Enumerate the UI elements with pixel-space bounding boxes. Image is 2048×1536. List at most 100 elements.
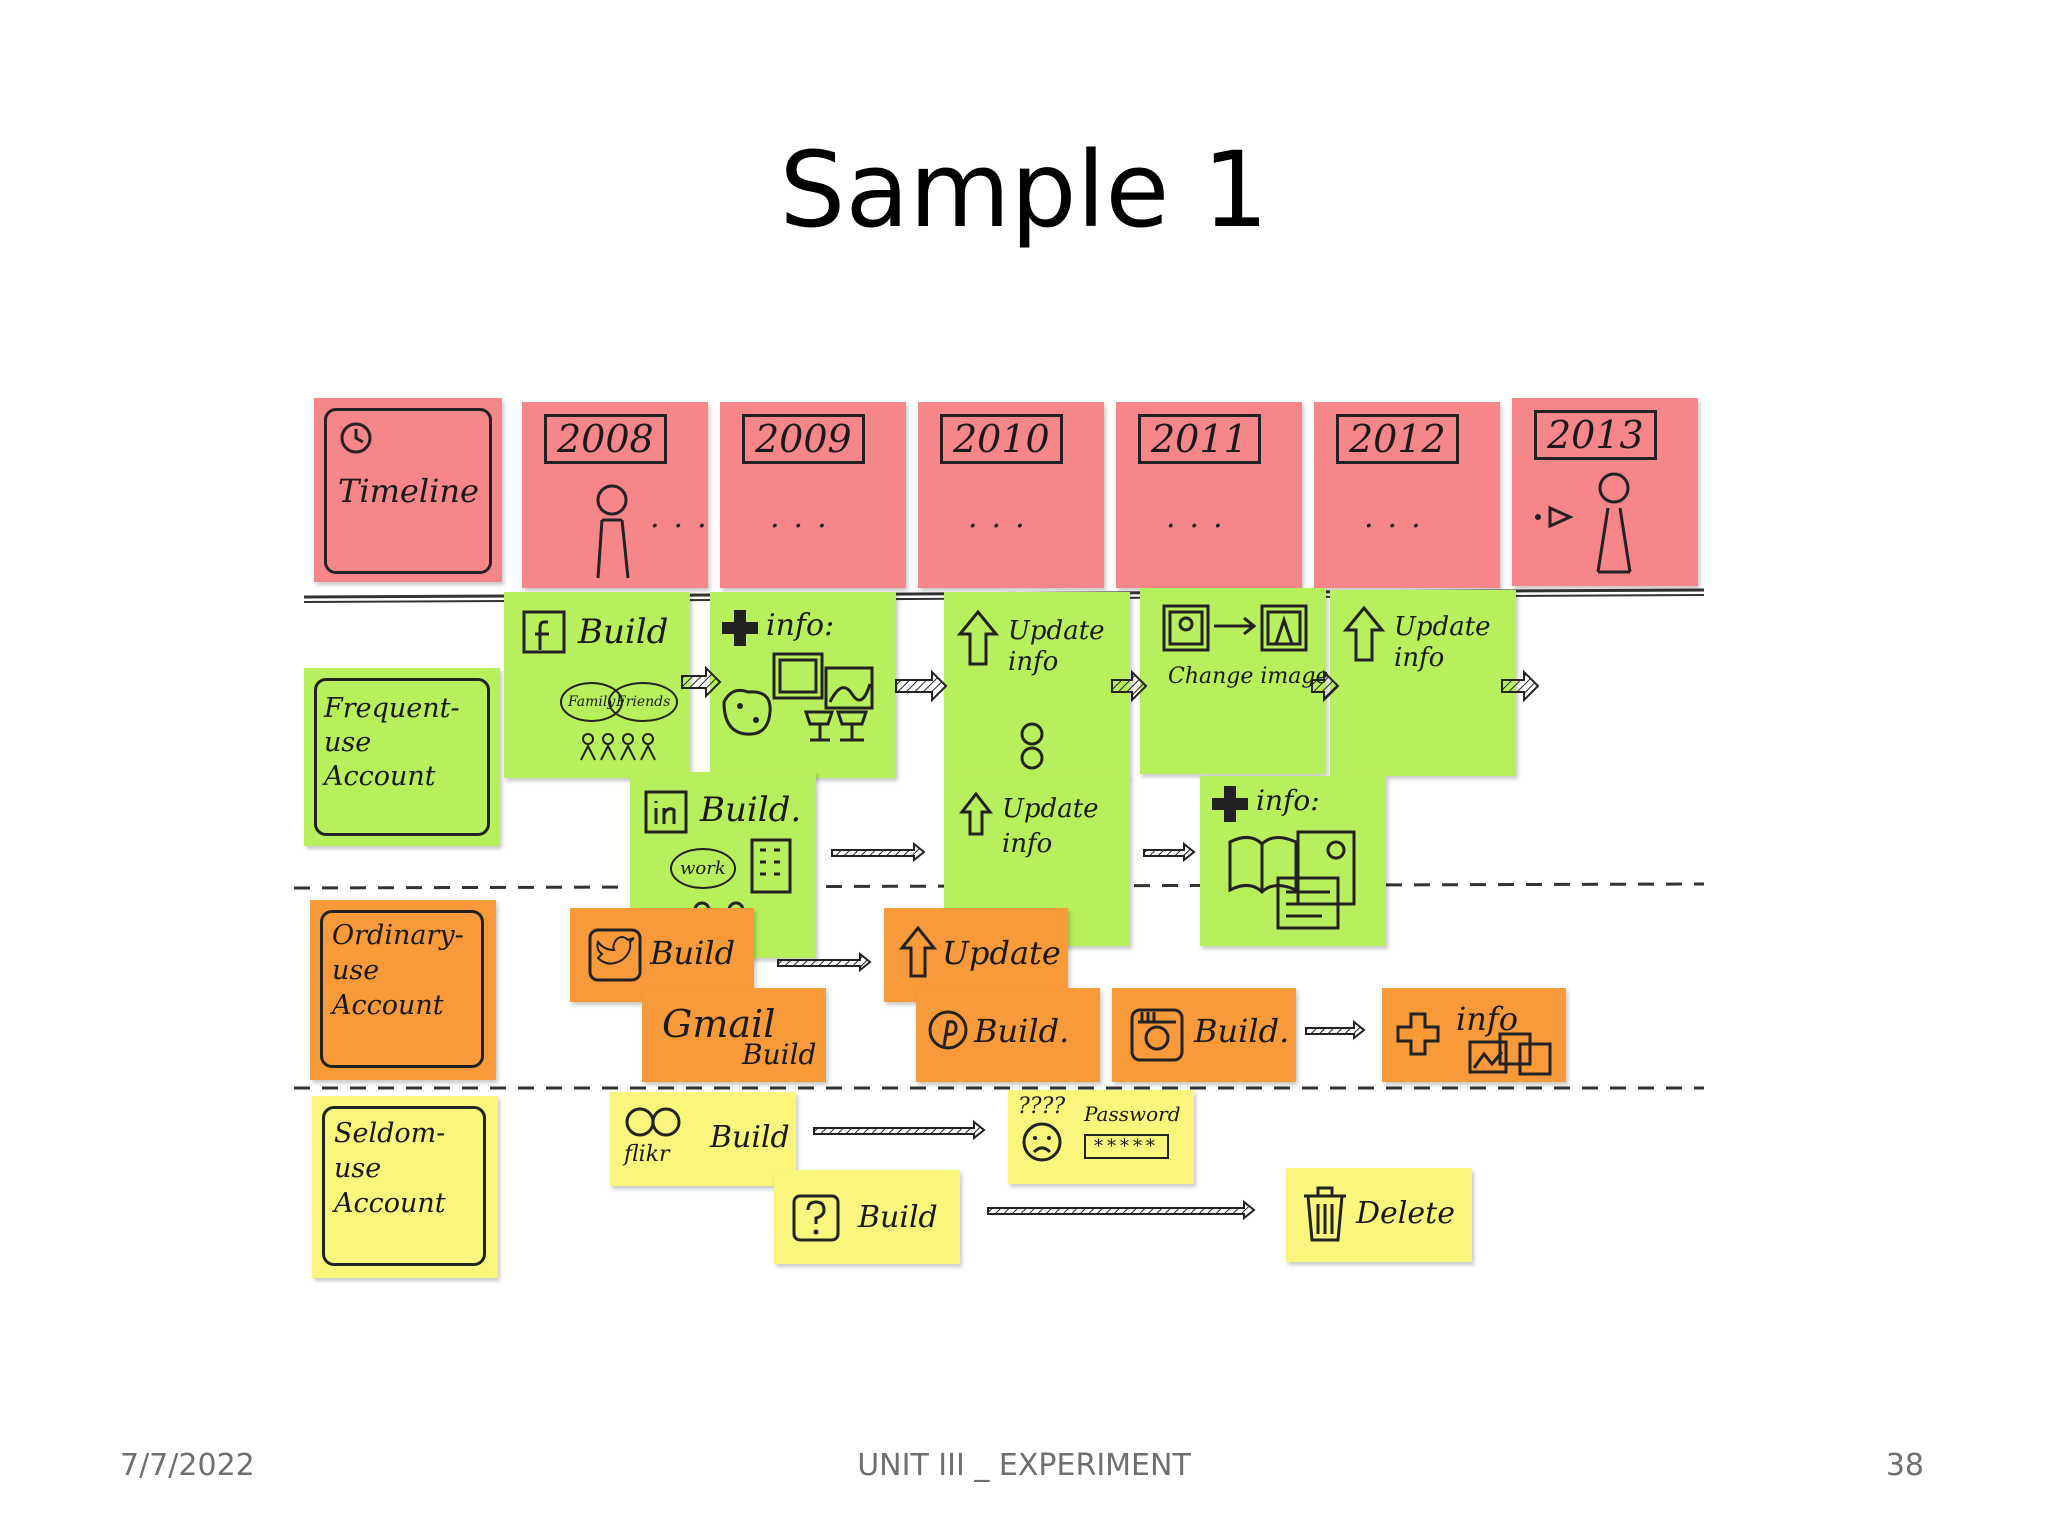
year-note-2011: 2011 ... (1116, 402, 1302, 588)
update-info-note-2010: Update info (944, 592, 1130, 778)
year-label: 2013 (1534, 410, 1657, 460)
ellipsis: ... (770, 500, 841, 535)
instagram-icon (1130, 1008, 1184, 1062)
info-note-ordinary: info (1382, 988, 1566, 1082)
ellipsis: ... (650, 500, 721, 535)
password-mask: ***** (1084, 1134, 1169, 1159)
year-note-2013: 2013 (1512, 398, 1698, 586)
info-label: info: (766, 608, 835, 643)
delete-note: Delete (1286, 1168, 1472, 1262)
flickr-icon (624, 1106, 684, 1140)
update-info-label: Update info (1002, 794, 1099, 860)
change-image-label: Change image (1168, 664, 1329, 689)
year-label: 2012 (1336, 414, 1459, 464)
person-icon (1590, 470, 1640, 576)
update-label: Update (942, 934, 1061, 972)
footer-date: 7/7/2022 (120, 1448, 255, 1483)
twitter-icon (588, 928, 642, 982)
plus-icon (1396, 1012, 1440, 1056)
upload-arrow-icon (1342, 604, 1386, 664)
year-note-2008: 2008 ... (522, 402, 708, 588)
map-icon (718, 682, 778, 742)
arrow-update-info (1143, 841, 1196, 863)
ellipsis: ... (1364, 500, 1435, 535)
arrow-build-delete (987, 1199, 1256, 1221)
build-label: Build (858, 1200, 938, 1235)
ordinary-use-label: Ordinary-use Account (332, 920, 464, 1022)
build-label: Build. (1194, 1012, 1290, 1050)
documents-icon (1226, 824, 1366, 934)
instagram-build-note: Build. (1112, 988, 1296, 1082)
question-box-icon (792, 1194, 840, 1242)
pinterest-build-note: Build. (916, 988, 1100, 1082)
linkedin-icon (644, 790, 688, 834)
year-label: 2011 (1138, 414, 1261, 464)
password-note: ???? Password ***** (1008, 1090, 1194, 1184)
arrow-instagram-info (1305, 1019, 1366, 1041)
ellipsis: ... (968, 500, 1039, 535)
trash-icon (1300, 1184, 1350, 1244)
clock-icon (338, 420, 374, 456)
arrow-2009-2010 (895, 669, 948, 703)
ellipsis: ... (1166, 500, 1237, 535)
photo-icon (770, 652, 880, 762)
update-info-note-2012: Update info (1330, 590, 1516, 776)
sticky-note-board: Timeline 2008 ... 2009 ... 2010 ... 2011… (284, 380, 1724, 1300)
year-label: 2009 (742, 414, 865, 464)
flow-arrows (681, 665, 1540, 1221)
info-label: info (1456, 1000, 1518, 1038)
year-note-2009: 2009 ... (720, 402, 906, 588)
facebook-icon (522, 610, 566, 654)
link-2010 (1020, 722, 1044, 770)
building-icon (748, 836, 794, 896)
ordinary-use-note: Ordinary-use Account (310, 900, 496, 1080)
person-icon (590, 482, 640, 582)
frequent-use-note: Frequent-use Account (304, 668, 500, 846)
update-info-label: Update info (1394, 612, 1491, 674)
photos-icon (1466, 1028, 1556, 1078)
arrow-2011-2012 (1311, 669, 1340, 703)
plus-icon (1210, 784, 1250, 824)
footer-title: UNIT III _ EXPERIMENT (857, 1448, 1191, 1483)
info-note-2009: info: (710, 592, 896, 778)
flickr-build-note: flikr Build (610, 1092, 796, 1186)
change-image-note: Change image (1140, 588, 1329, 774)
arrow-2010-2011 (1111, 669, 1148, 703)
update-note-ordinary: Update (884, 908, 1068, 1002)
slide-title: Sample 1 (779, 129, 1269, 251)
arrow-2008-2009 (681, 665, 722, 699)
timeline-note: Timeline (314, 398, 502, 582)
upload-arrow-icon (898, 924, 938, 980)
seldom-use-label: Seldom-use Account (334, 1118, 446, 1220)
year-label: 2008 (544, 414, 667, 464)
pinterest-icon (926, 1008, 970, 1052)
seldom-use-note: Seldom-use Account (312, 1096, 498, 1278)
gmail-label: Gmail (662, 1002, 776, 1046)
year-label: 2010 (940, 414, 1063, 464)
build-label: Build. (700, 790, 802, 830)
password-label: Password (1084, 1102, 1181, 1126)
page-number: 38 (1885, 1448, 1924, 1483)
gmail-build-note: Gmail Build (642, 988, 826, 1082)
twitter-build-note: Build (570, 908, 754, 1002)
upload-arrow-icon (956, 608, 1000, 668)
unknown-build-note: Build (774, 1170, 960, 1264)
arrow-2012-end (1501, 669, 1540, 703)
build-label: Build (578, 612, 669, 652)
year-note-2010: 2010 ... (918, 402, 1104, 588)
delete-label: Delete (1356, 1196, 1455, 1231)
info-label: info: (1256, 784, 1320, 817)
build-label: Build (710, 1120, 790, 1155)
facebook-build-note: Build Family Friends (504, 592, 690, 778)
build-label: Build (742, 1038, 817, 1071)
timeline-label: Timeline (338, 472, 479, 510)
arrow-linkedin-update (831, 841, 926, 863)
friends-label: Friends (608, 682, 679, 722)
work-label: work (670, 848, 736, 889)
confused-face-icon (1020, 1120, 1064, 1164)
question-marks: ???? (1018, 1094, 1066, 1119)
arrow-twitter-update (777, 951, 872, 973)
year-note-2012: 2012 ... (1314, 402, 1500, 588)
info-note-2011: info: (1200, 776, 1386, 946)
frequent-use-label: Frequent-use Account (324, 693, 460, 792)
